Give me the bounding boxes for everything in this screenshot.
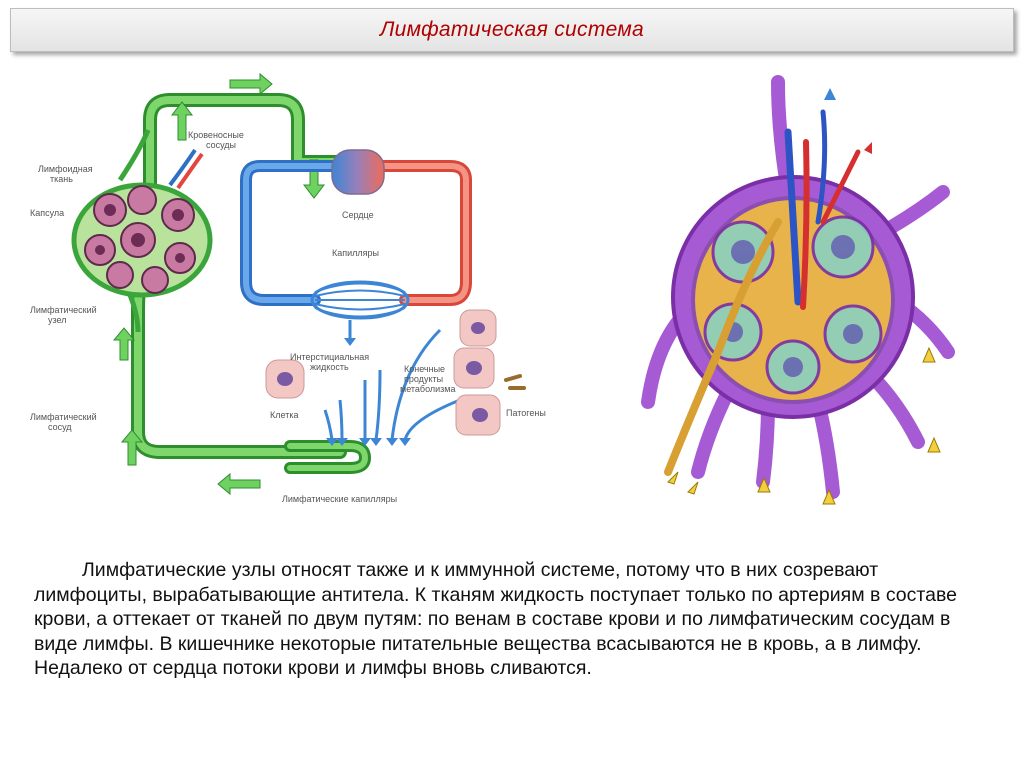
slide-title: Лимфатическая система xyxy=(380,18,644,42)
label-metabolism-2: продукты xyxy=(404,374,443,384)
capillaries xyxy=(312,282,408,318)
label-interstitial-1: Интерстициальная xyxy=(290,352,369,362)
lymph-circulation-diagram: Кровеносные сосуды Лимфоидная ткань Капс… xyxy=(20,70,580,520)
label-lymphoid-2: ткань xyxy=(50,174,73,184)
label-node-1: Лимфатический xyxy=(30,305,97,315)
label-blood-vessels-2: сосуды xyxy=(206,140,236,150)
tissue-cells xyxy=(266,310,500,435)
slide-title-bar: Лимфатическая система xyxy=(10,8,1014,52)
label-capillaries: Капилляры xyxy=(332,248,379,258)
label-vessel-2: сосуд xyxy=(48,422,72,432)
label-node-2: узел xyxy=(48,315,66,325)
label-capsule: Капсула xyxy=(30,208,64,218)
label-blood-vessels-1: Кровеносные xyxy=(188,130,244,140)
label-metabolism-1: Конечные xyxy=(404,364,445,374)
label-vessel-1: Лимфатический xyxy=(30,412,97,422)
heart-schematic xyxy=(332,150,384,194)
label-interstitial-2: жидкость xyxy=(310,362,349,372)
label-lymphoid-1: Лимфоидная xyxy=(38,164,93,174)
label-pathogens: Патогены xyxy=(506,408,546,418)
lymph-node-illustration xyxy=(628,72,958,517)
slide-paragraph: Лимфатические узлы относят также и к имм… xyxy=(34,558,984,681)
label-lymph-capillaries: Лимфатические капилляры xyxy=(282,494,397,504)
pathogens xyxy=(506,376,524,388)
label-metabolism-3: метаболизма xyxy=(400,384,455,394)
label-heart: Сердце xyxy=(342,210,374,220)
label-cell: Клетка xyxy=(270,410,298,420)
